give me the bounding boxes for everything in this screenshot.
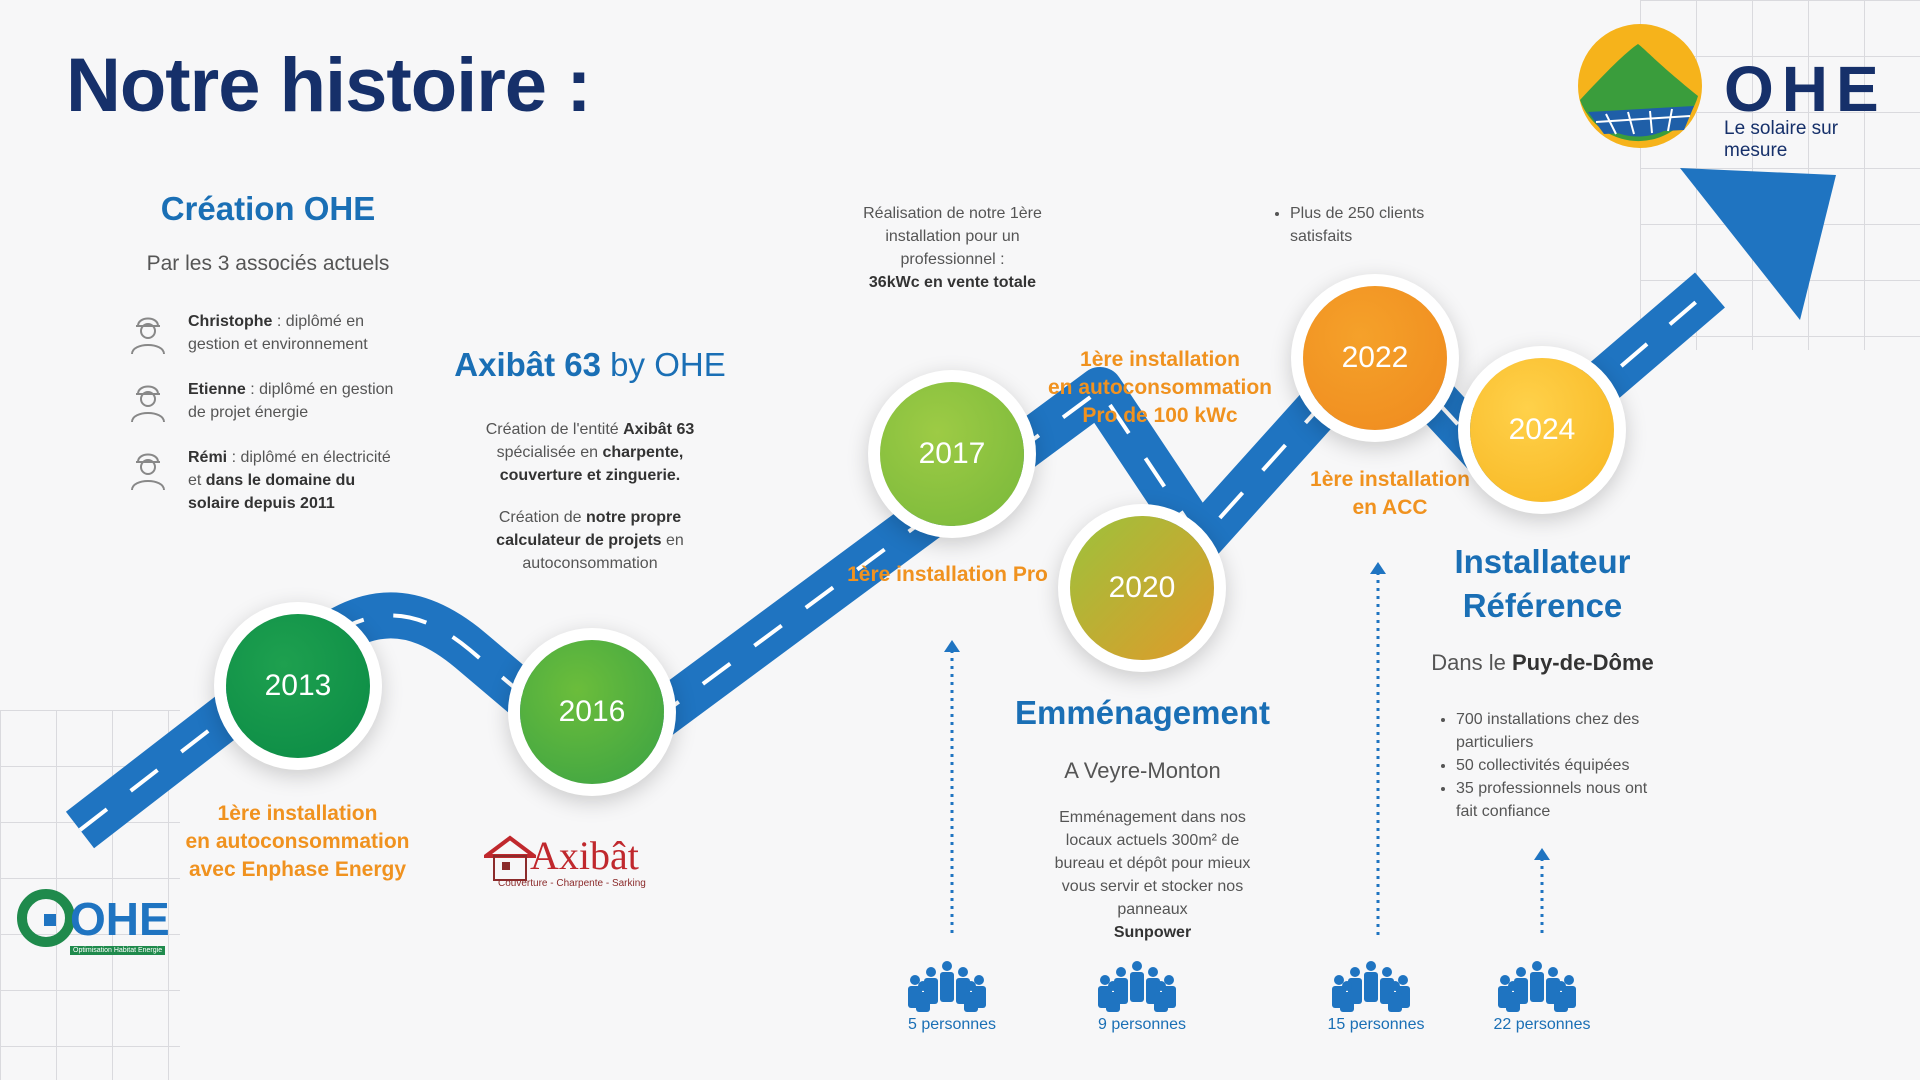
team-label: 15 personnes bbox=[1327, 1016, 1425, 1033]
founder-desc: : diplômé en gestion et environnement bbox=[188, 313, 368, 353]
team-icon bbox=[1332, 961, 1410, 1012]
axibat-logo-name: Axibât bbox=[530, 833, 639, 878]
text-part: charpente, couverture et zinguerie. bbox=[499, 444, 684, 484]
acc-label: 1ère installation en ACC bbox=[1300, 466, 1480, 522]
text-part: Réalisation de notre 1ère installation p… bbox=[863, 205, 1042, 268]
text-part: 36kWc en vente totale bbox=[868, 274, 1037, 291]
ohe-ring-icon bbox=[17, 889, 75, 947]
team-label: 9 personnes bbox=[1097, 1016, 1187, 1033]
label-line: en ACC bbox=[1352, 496, 1428, 519]
title-line: Installateur bbox=[1454, 543, 1631, 580]
text-part: Dans le bbox=[1431, 650, 1512, 675]
milestone-2024: 2024 bbox=[1470, 358, 1614, 502]
label-line: 1ère installation bbox=[217, 802, 378, 825]
label-line: 1ère installation bbox=[1310, 468, 1470, 491]
milestone-2013: 2013 bbox=[226, 614, 370, 758]
milestone-2022: 2022 bbox=[1303, 286, 1447, 430]
worker-icon bbox=[131, 385, 165, 422]
ohe-small-logo: OHE Optimisation Habitat Energie bbox=[14, 862, 174, 962]
creation-title: Création OHE bbox=[160, 190, 376, 227]
brand-name: OHE bbox=[1724, 53, 1887, 125]
team-icon bbox=[1098, 961, 1176, 1012]
move-subtitle: A Veyre-Monton bbox=[1064, 758, 1221, 783]
arrow-up-icon bbox=[944, 640, 960, 652]
house-icon bbox=[484, 835, 536, 881]
small-logo-name: OHE bbox=[70, 893, 170, 945]
text-part: en autoconsommation bbox=[522, 532, 684, 572]
worker-icon bbox=[131, 317, 165, 354]
text-part: Création de bbox=[498, 509, 587, 526]
label-line: Pro de 100 kWc bbox=[1082, 404, 1238, 427]
pro-label: 1ère installation Pro bbox=[847, 563, 1048, 586]
team-icon bbox=[908, 961, 986, 1012]
team-icon bbox=[1498, 961, 1576, 1012]
sun-mountain-icon bbox=[1578, 24, 1702, 148]
text-part: Axibât 63 bbox=[623, 421, 695, 438]
axibat-title-rest: by OHE bbox=[601, 346, 726, 383]
milestone-2020: 2020 bbox=[1070, 516, 1214, 660]
pro-top-text: Réalisation de notre 1ère installation p… bbox=[840, 202, 1065, 294]
founder-christophe: Christophe : diplômé en gestion et envir… bbox=[128, 310, 403, 356]
founder-name: Etienne bbox=[188, 381, 246, 398]
reference-title: Installateur Référence bbox=[1410, 540, 1675, 628]
axibat-title: Axibât 63 by OHE bbox=[440, 346, 740, 384]
team-2024: 22 personnes bbox=[1472, 956, 1612, 1034]
autoconso-100-label: 1ère installation en autoconsommation Pr… bbox=[1030, 346, 1290, 430]
worker-icon bbox=[131, 453, 165, 490]
text-part: spécialisée en bbox=[496, 444, 603, 461]
page-title: Notre histoire : bbox=[66, 43, 591, 128]
clients-note: Plus de 250 clients satisfaits bbox=[1270, 202, 1470, 248]
move-text: Emménagement dans nos locaux actuels 300… bbox=[1040, 806, 1265, 944]
text-part: notre propre calculateur de projets bbox=[496, 509, 682, 549]
clients-bullet: Plus de 250 clients satisfaits bbox=[1290, 202, 1470, 248]
team-label: 5 personnes bbox=[907, 1016, 997, 1033]
text-part: Création de l'entité bbox=[485, 421, 624, 438]
ohe-brand-logo: OHE Le solaire sur mesure bbox=[1576, 22, 1906, 161]
text-part: Puy-de-Dôme bbox=[1511, 650, 1654, 675]
team-label: 22 personnes bbox=[1493, 1016, 1591, 1033]
arrow-up-icon bbox=[1370, 562, 1386, 574]
label-line: 1ère installation bbox=[1080, 348, 1240, 371]
text-part: Sunpower bbox=[1113, 924, 1192, 941]
reference-bullet: 700 installations chez des particuliers bbox=[1456, 708, 1656, 754]
team-2017: 5 personnes bbox=[882, 956, 1022, 1034]
founder-desc: : diplômé en électricité et bbox=[188, 449, 391, 489]
founder-name: Christophe bbox=[188, 313, 273, 330]
label-line: avec Enphase Energy bbox=[188, 858, 407, 881]
founder-etienne: Etienne : diplômé en gestion de projet é… bbox=[128, 378, 403, 424]
milestone-2016: 2016 bbox=[520, 640, 664, 784]
label-line: en autoconsommation bbox=[1047, 376, 1273, 399]
arrow-up-icon bbox=[1534, 848, 1550, 860]
founders-list: Christophe : diplômé en gestion et envir… bbox=[128, 310, 403, 515]
brand-tagline: Le solaire sur mesure bbox=[1724, 118, 1839, 161]
axibat-logo: Axibât Couverture - Charpente - Sarking bbox=[484, 832, 714, 892]
axibat-title-bold: Axibât 63 bbox=[454, 346, 602, 383]
founder-desc-bold: dans le domaine du solaire depuis 2011 bbox=[188, 472, 356, 512]
founder-remi: Rémi : diplômé en électricité et dans le… bbox=[128, 446, 403, 515]
move-title: Emménagement bbox=[1015, 694, 1270, 731]
milestone-2017: 2017 bbox=[880, 382, 1024, 526]
arrow-head bbox=[1680, 168, 1836, 320]
creation-subtitle: Par les 3 associés actuels bbox=[146, 252, 390, 275]
first-install-label: 1ère installation en autoconsommation av… bbox=[180, 800, 415, 884]
axibat-logo-sub: Couverture - Charpente - Sarking bbox=[498, 878, 646, 889]
founder-desc: : diplômé en gestion de projet énergie bbox=[188, 381, 394, 421]
label-line: en autoconsommation bbox=[185, 830, 410, 853]
reference-subtitle: Dans le Puy-de-Dôme bbox=[1410, 650, 1675, 676]
reference-bullet: 50 collectivités équipées bbox=[1456, 754, 1656, 777]
title-line: Référence bbox=[1462, 587, 1623, 624]
reference-bullets: 700 installations chez des particuliers … bbox=[1436, 708, 1656, 823]
founder-name: Rémi bbox=[188, 449, 228, 466]
text-part: Emménagement dans nos locaux actuels 300… bbox=[1054, 809, 1251, 918]
reference-bullet: 35 professionnels nous ont fait confianc… bbox=[1456, 777, 1656, 823]
team-2022: 15 personnes bbox=[1306, 956, 1446, 1034]
axibat-text-1: Création de l'entité Axibât 63 spécialis… bbox=[470, 418, 710, 487]
small-logo-sub: Optimisation Habitat Energie bbox=[70, 946, 166, 955]
team-2020: 9 personnes bbox=[1072, 956, 1212, 1034]
axibat-text-2: Création de notre propre calculateur de … bbox=[470, 506, 710, 575]
